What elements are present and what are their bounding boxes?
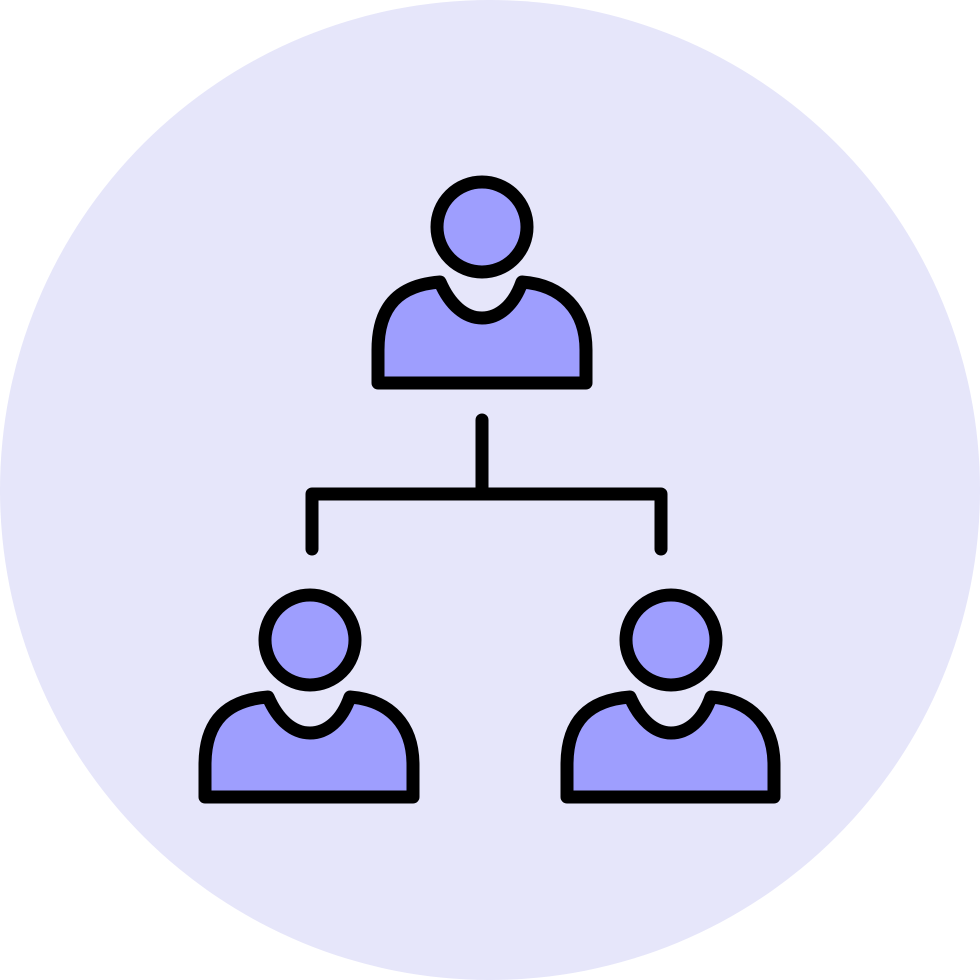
person-icon-top	[371, 175, 593, 390]
person-icon-bottom-right	[560, 588, 781, 804]
person-icon-bottom-left	[198, 588, 420, 804]
hierarchy-connector	[305, 413, 668, 556]
